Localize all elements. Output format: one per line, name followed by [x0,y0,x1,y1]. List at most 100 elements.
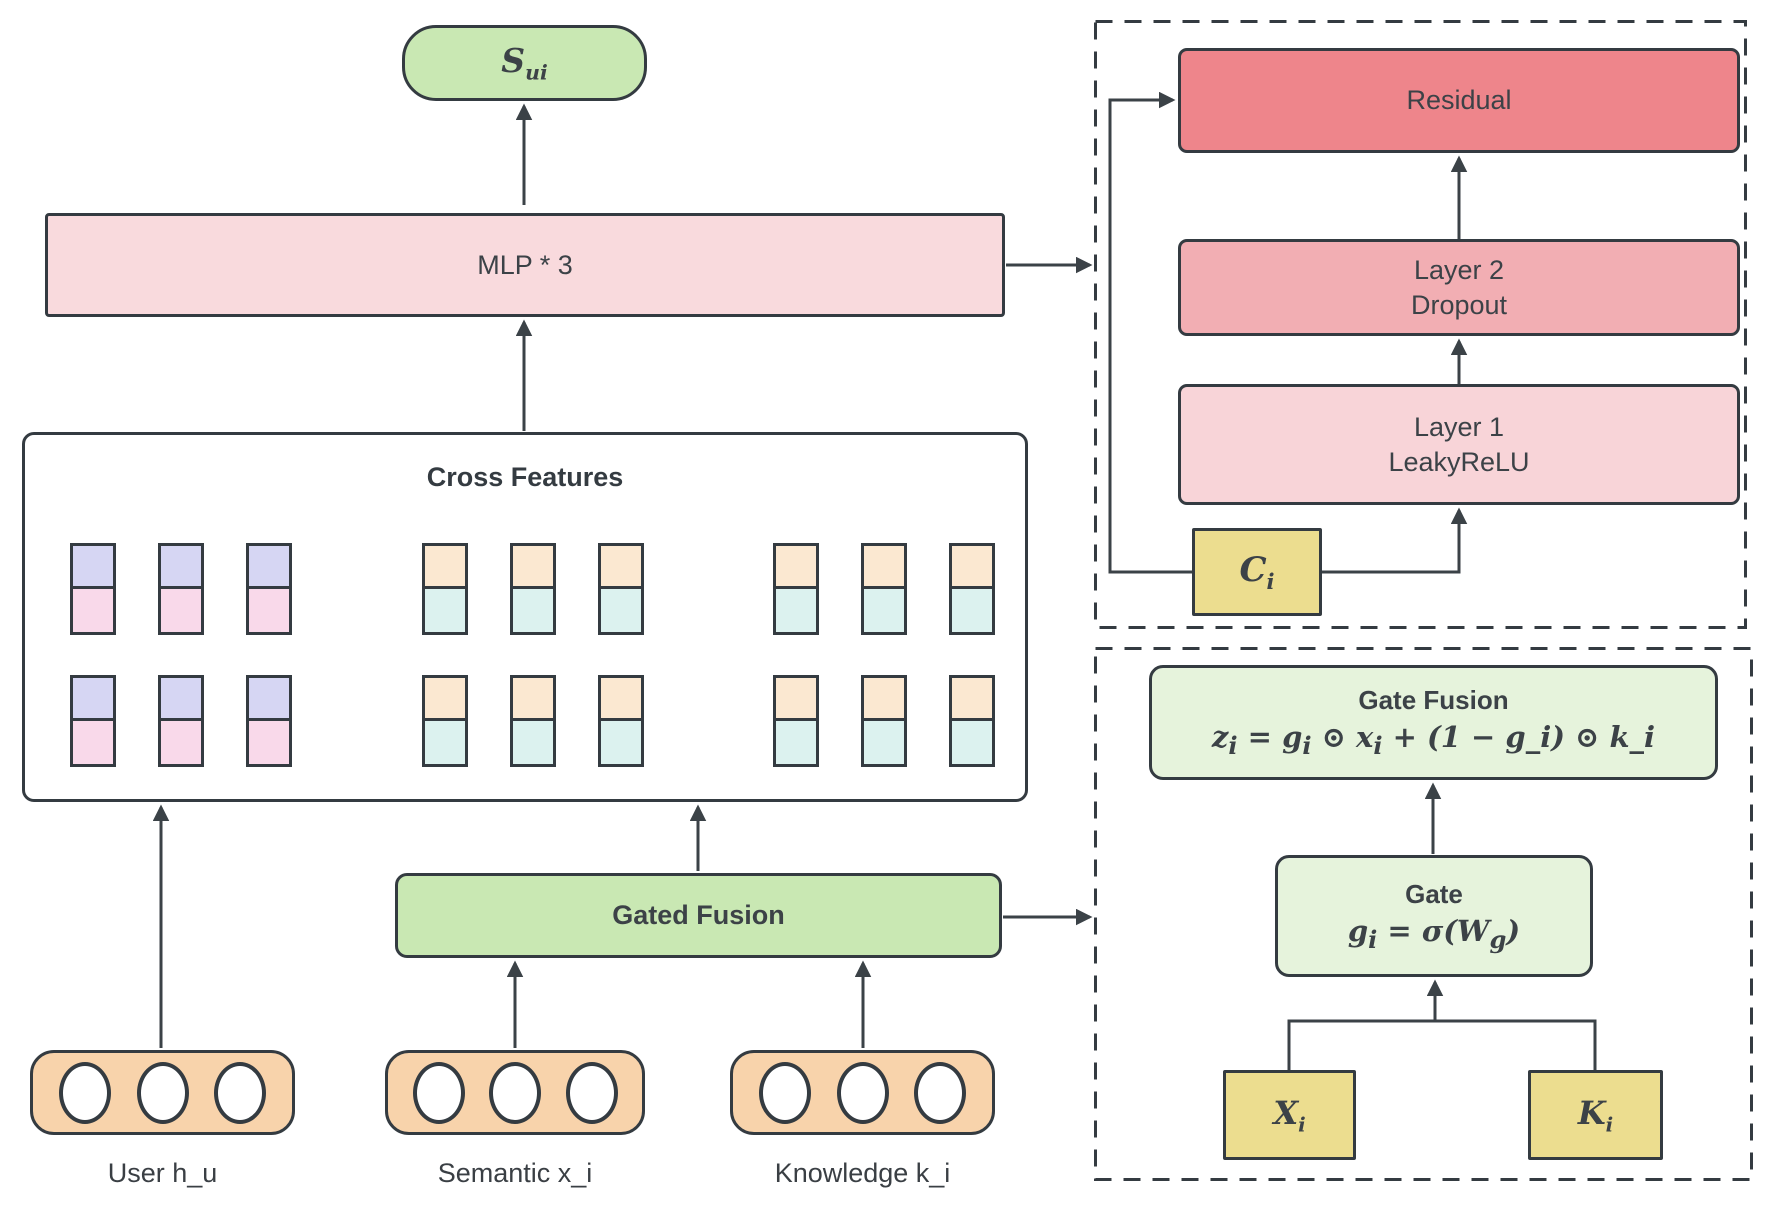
branch-xi-ki [1287,1019,1597,1070]
layer1-sublabel: LeakyReLU [1388,446,1530,477]
feature-square [422,543,468,589]
feature-square [598,543,644,589]
token-circle [412,1061,465,1124]
gate-formula: gi = σ(Wg) [1347,913,1521,954]
token-label-semantic: Semantic x_i [437,1158,593,1188]
feature-square [861,675,907,721]
feature-square [773,721,819,767]
feature-square [598,675,644,721]
feature-square [949,543,995,589]
feature-square [70,721,116,767]
feature-square [246,675,292,721]
residual-label: Residual [1406,85,1512,115]
cross-features-title: Cross Features [426,462,624,492]
feature-square [773,675,819,721]
feature-square [246,543,292,589]
token-circle [214,1061,267,1124]
gated-fusion-box: Gated Fusion [395,873,1002,958]
feature-pair [598,543,644,635]
token-circle [758,1061,811,1124]
feature-square [861,589,907,635]
feature-pair [246,543,292,635]
layer1-label: Layer 1 [1413,411,1505,442]
feature-group-semantic [422,543,644,767]
feature-square [422,589,468,635]
token-circle [565,1061,618,1124]
feature-square [422,675,468,721]
feature-square [510,589,556,635]
feature-square [158,721,204,767]
token-label-user: User h_u [107,1158,218,1188]
feature-pair [158,543,204,635]
gate-fusion-formula: zi = gi ⊙ xi + (1 − g_i) ⊙ k_i [1211,720,1656,760]
ki-label: K [1577,1093,1606,1132]
feature-square [70,543,116,589]
feature-group-user [70,543,292,767]
token-circle [836,1061,889,1124]
gate-fusion-box: Gate Fusion zi = gi ⊙ xi + (1 − g_i) ⊙ k… [1149,665,1718,780]
feature-pair [422,543,468,635]
feature-square [70,675,116,721]
ki-box: Ki [1528,1070,1663,1160]
gate-title: Gate [1405,878,1463,909]
xi-label: X [1273,1093,1299,1132]
feature-square [422,721,468,767]
feature-pair [422,675,468,767]
feature-square [510,675,556,721]
sui-subscript: ui [525,60,548,85]
feature-pair [949,675,995,767]
sui-output-pill: Sui [402,25,647,101]
feature-square [598,721,644,767]
token-label-knowledge: Knowledge k_i [774,1158,951,1188]
feature-square [861,543,907,589]
gate-box: Gate gi = σ(Wg) [1275,855,1593,977]
feature-square [246,721,292,767]
layer2-label: Layer 2 [1413,254,1505,285]
feature-pair [510,675,556,767]
feature-square [861,721,907,767]
feature-square [158,543,204,589]
feature-pair [773,543,819,635]
residual-box: Residual [1178,48,1740,153]
token-user [30,1050,295,1135]
feature-pair [510,543,556,635]
token-circle [136,1061,189,1124]
token-circle [58,1061,111,1124]
feature-pair [158,675,204,767]
feature-square [949,675,995,721]
gated-fusion-label: Gated Fusion [612,900,785,930]
ci-box: Ci [1192,528,1322,616]
mlp-label: MLP * 3 [477,249,573,280]
feature-square [773,589,819,635]
feature-pair [949,543,995,635]
feature-square [70,589,116,635]
mlp-box: MLP * 3 [45,213,1005,317]
feature-pair [598,675,644,767]
feature-square [598,589,644,635]
xi-subscript: i [1298,1112,1306,1137]
layer1-box: Layer 1 LeakyReLU [1178,384,1740,505]
feature-square [949,589,995,635]
feature-square [773,543,819,589]
feature-square [949,721,995,767]
xi-box: Xi [1223,1070,1356,1160]
sui-label: S [501,41,526,81]
feature-pair [861,675,907,767]
feature-pair [70,543,116,635]
ci-label: C [1239,550,1267,591]
feature-square [158,589,204,635]
feature-square [510,721,556,767]
ci-subscript: i [1266,568,1275,594]
token-circle [914,1061,967,1124]
token-semantic [385,1050,645,1135]
feature-pair [861,543,907,635]
feature-pair [70,675,116,767]
feature-group-knowledge [773,543,995,767]
token-circle [489,1061,541,1124]
layer2-sublabel: Dropout [1410,289,1508,320]
feature-square [246,589,292,635]
layer2-box: Layer 2 Dropout [1178,239,1740,336]
feature-square [158,675,204,721]
feature-square [510,543,556,589]
